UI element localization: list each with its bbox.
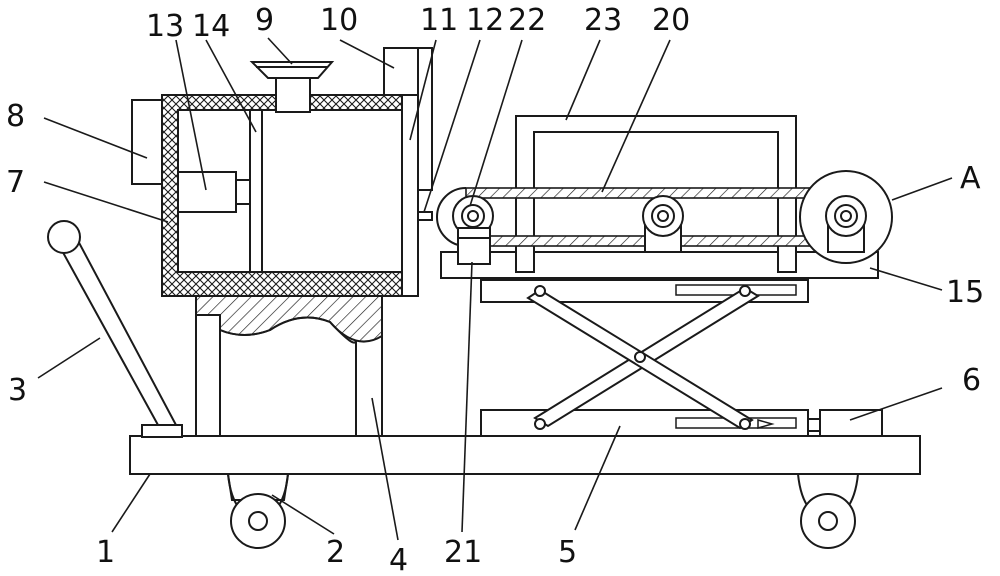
inner-plate	[249, 109, 263, 273]
side-plate	[401, 47, 433, 297]
label-15: 15	[946, 275, 984, 310]
label-7: 7	[6, 165, 25, 200]
label-23: 23	[584, 3, 622, 38]
cart-base-plate	[129, 435, 921, 475]
nozzle	[417, 211, 433, 221]
label-9: 9	[255, 3, 274, 38]
label-8: 8	[6, 99, 25, 134]
middle-roller	[642, 195, 684, 253]
label-12: 12	[466, 3, 504, 38]
motor-box	[131, 99, 163, 185]
support-column	[195, 295, 383, 437]
right-roller	[799, 170, 893, 264]
conveyor-platform	[440, 251, 879, 279]
top-motor-box	[383, 47, 419, 96]
push-handle	[47, 220, 183, 438]
leader-lines	[37, 37, 953, 541]
label-3: 3	[8, 373, 27, 408]
label-13: 13	[146, 9, 184, 44]
label-10: 10	[320, 3, 358, 38]
label-1: 1	[96, 535, 115, 570]
label-6: 6	[962, 363, 981, 398]
label-14: 14	[192, 9, 230, 44]
feed-hopper	[249, 61, 335, 113]
inner-motor	[177, 171, 251, 213]
label-20: 20	[652, 3, 690, 38]
lift-cylinder	[807, 409, 883, 437]
label-21: 21	[444, 535, 482, 570]
conveyor-frame	[515, 115, 797, 273]
left-wheel	[226, 473, 290, 549]
label-11: 11	[420, 3, 458, 38]
label-22: 22	[508, 3, 546, 38]
label-A: A	[960, 161, 981, 196]
label-2: 2	[326, 535, 345, 570]
label-5: 5	[558, 535, 577, 570]
drive-motor	[457, 227, 491, 265]
scissor-lift	[480, 279, 809, 437]
label-4: 4	[389, 543, 408, 576]
right-wheel	[797, 473, 859, 549]
part-number-labels: 1 2 3 4 5 6 7 8 9 10 11 12 13 14 15 20 2…	[6, 3, 984, 576]
